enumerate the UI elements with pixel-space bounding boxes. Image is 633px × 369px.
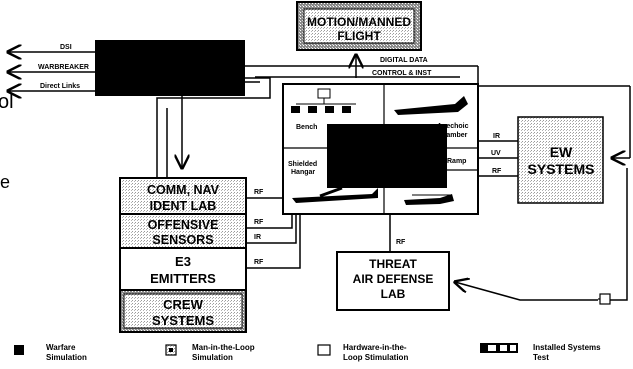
comm-title-1: COMM, NAV [147,183,220,197]
warfare-simulation-block [95,40,245,96]
offensive-title-2: SENSORS [152,233,213,247]
threat-air-defense-lab-box: THREAT AIR DEFENSE LAB [337,252,449,310]
dsi-label: DSI [60,44,72,51]
warbreaker-label: WARBREAKER [38,64,89,71]
legend-ist-1: Installed Systems [533,343,601,352]
rf-label-offensive: RF [254,219,264,226]
rf-label-threat: RF [396,239,406,246]
threat-title-3: LAB [381,287,406,301]
legend-mitl-2: Simulation [192,353,233,362]
comm-title-2: IDENT LAB [150,199,217,213]
shielded-label-2: Hangar [291,169,315,176]
facility-box: Bench Anechoic Chamber Ramp Shielded Han… [283,84,478,214]
ir-label-offensive: IR [254,234,261,241]
legend-hwil-2: Loop Stimulation [343,353,408,362]
ew-systems-box: EW SYSTEMS [518,117,603,203]
motion-title: MOTION/MANNED [307,15,411,29]
flight-title: FLIGHT [337,29,381,43]
edge-text-ol: ol [0,91,14,113]
legend-warfare-2: Simulation [46,353,87,362]
open-square-icon [318,345,330,355]
left-stack: COMM, NAV IDENT LAB OFFENSIVE SENSORS E3… [120,178,246,332]
connector-square-icon [600,294,610,304]
legend-mitl-1: Man-in-the-Loop [192,343,255,352]
crew-title-2: SYSTEMS [152,313,214,328]
legend-ist-2: Test [533,353,549,362]
legend: Warfare Simulation Man-in-the-Loop Simul… [14,343,601,362]
ir-label: IR [493,133,500,140]
threat-title-1: THREAT [369,257,417,271]
rf-label-e3: RF [254,259,264,266]
segmented-bar-icon [480,343,518,353]
crew-title-1: CREW [163,297,203,312]
external-links: DSI WARBREAKER Direct Links [8,44,95,91]
filled-square-icon [14,345,24,355]
shielded-label-1: Shielded [288,161,317,168]
ew-title-1: EW [550,144,573,160]
e3-title-2: EMITTERS [150,271,216,286]
rf-label: RF [492,168,502,175]
anechoic-label-2: Chamber [437,132,468,139]
digital-data-label: DIGITAL DATA [380,57,428,64]
control-inst-label: CONTROL & INST [372,70,432,77]
rf-label-comm: RF [254,189,264,196]
e3-title-1: E3 [175,254,191,269]
facility-core-block [327,124,447,188]
bench-label: Bench [296,124,317,131]
motion-manned-flight-box: MOTION/MANNED FLIGHT [297,2,421,50]
legend-warfare-1: Warfare [46,343,76,352]
offensive-title-1: OFFENSIVE [148,218,219,232]
edge-text-e: e [0,172,10,192]
ew-title-2: SYSTEMS [528,161,595,177]
uv-label: UV [491,150,501,157]
legend-hwil-1: Hardware-in-the- [343,343,407,352]
threat-title-2: AIR DEFENSE [353,272,434,286]
direct-links-label: Direct Links [40,83,80,90]
ew-signal-lines: IR UV RF [478,133,518,176]
anechoic-label-1: Anechoic [437,123,469,130]
ramp-label: Ramp [447,158,466,165]
